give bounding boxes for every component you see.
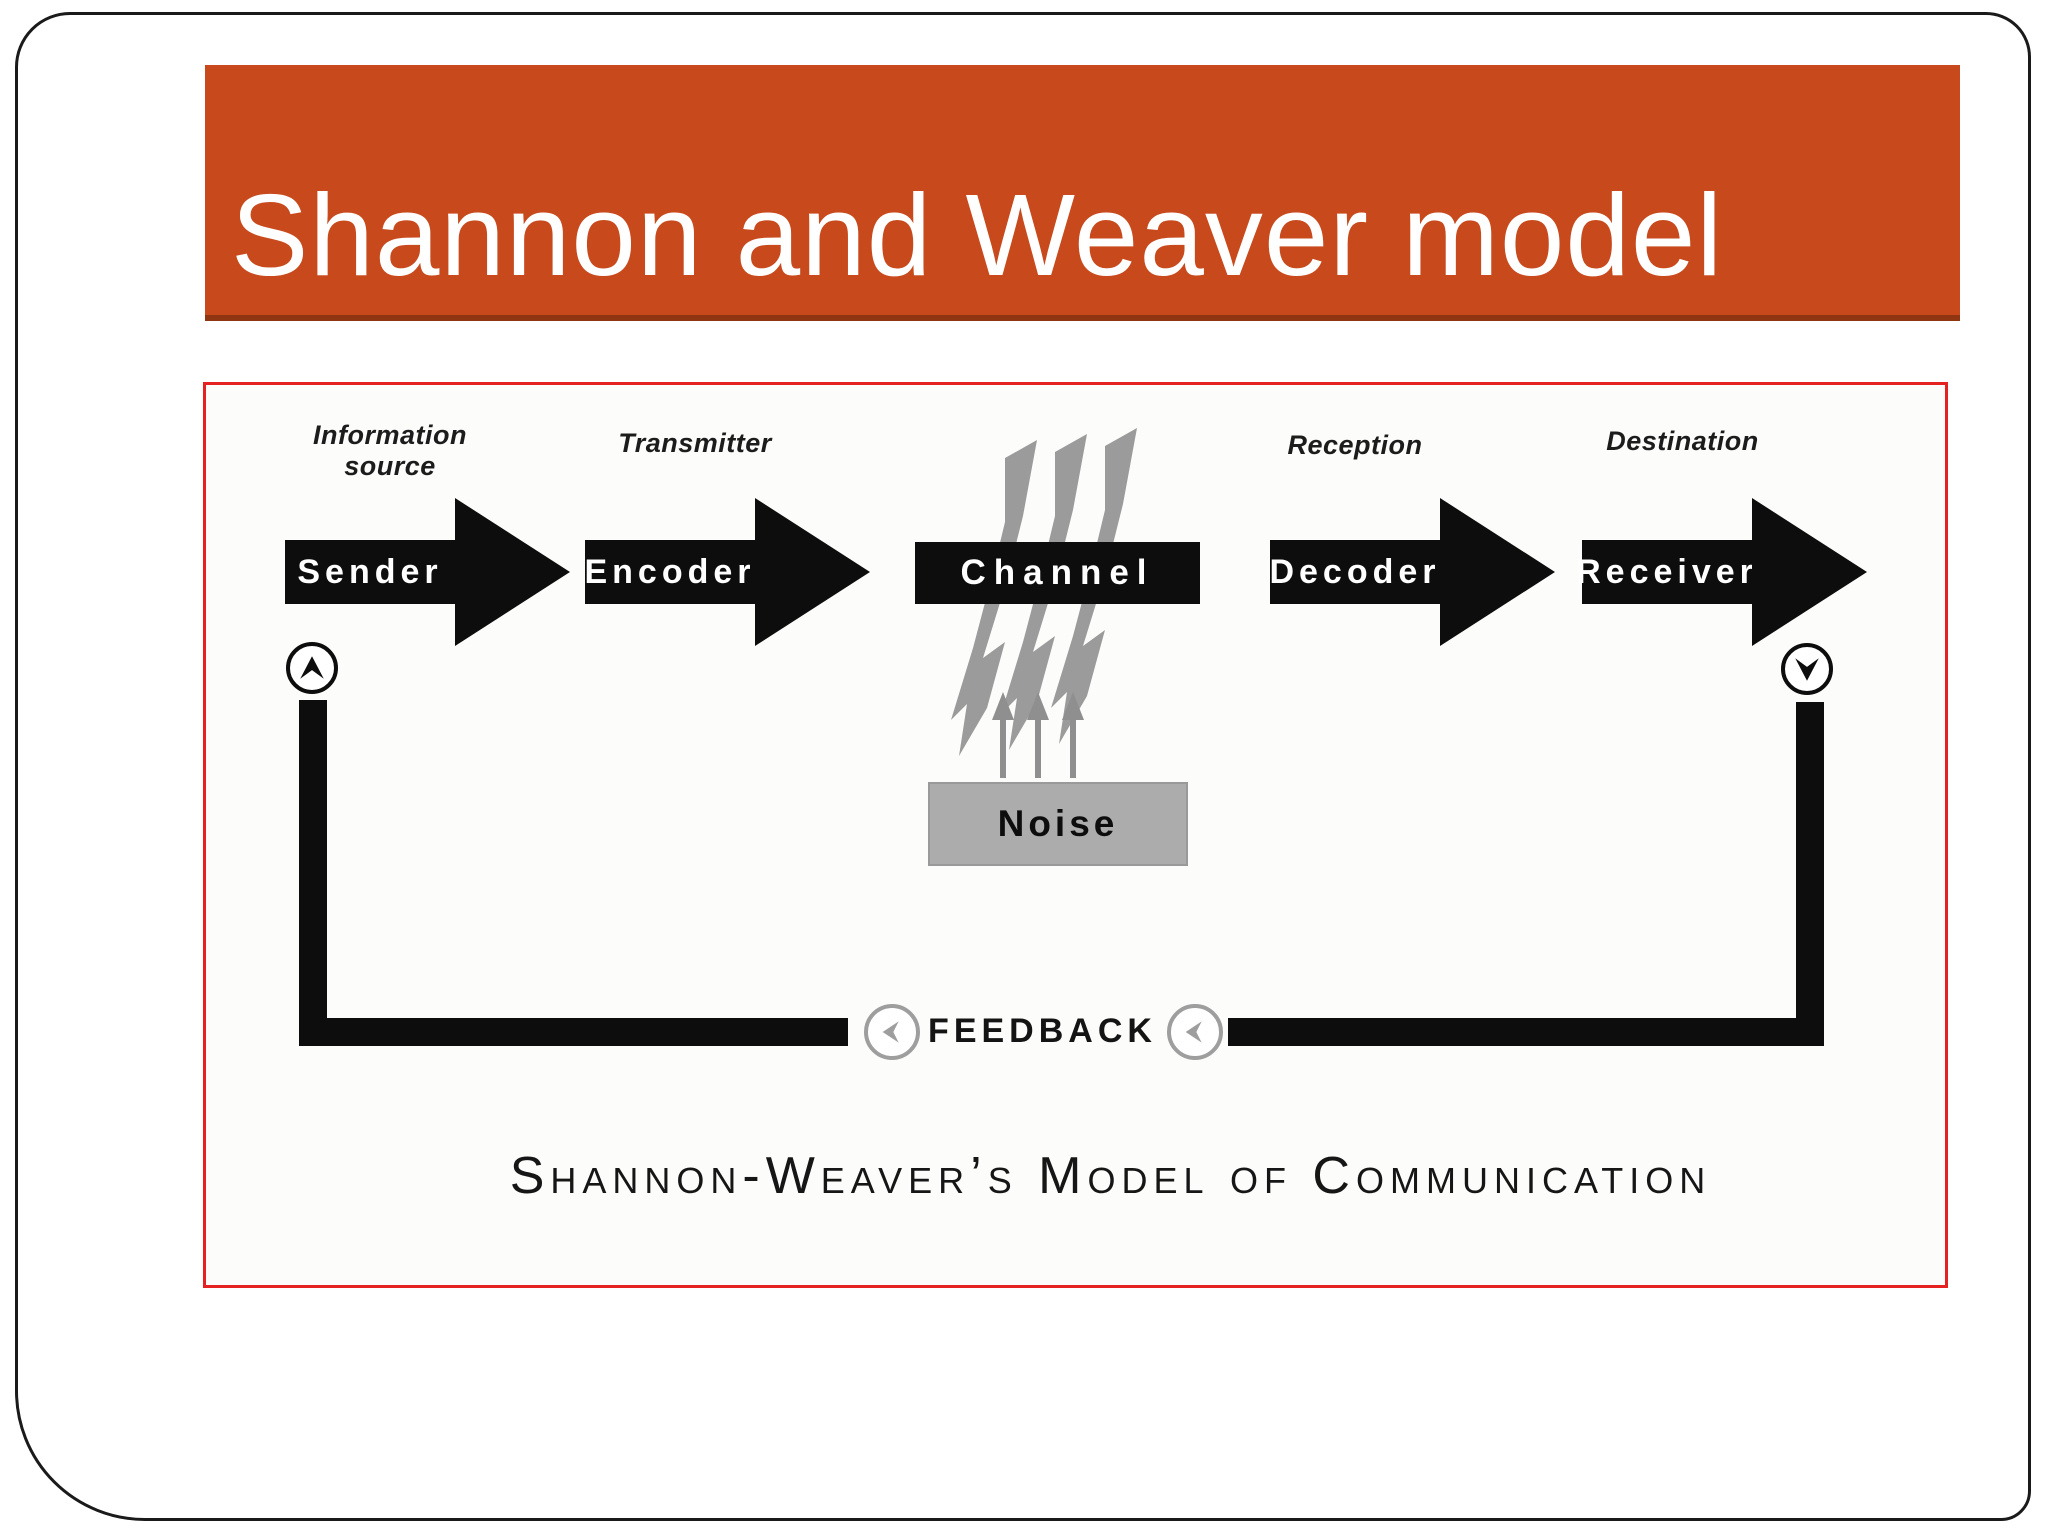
feedback-line-bottom-right — [1228, 1018, 1824, 1046]
slide-title-bar: Shannon and Weaver model — [205, 65, 1960, 321]
diagram-caption: Shannon-Weaver’s Model of Communication — [509, 1147, 1712, 1205]
arrow-head — [455, 498, 570, 646]
node-decoder-label: Decoder — [1269, 540, 1440, 604]
arrow-head — [1440, 498, 1555, 646]
arrow-head — [1752, 498, 1867, 646]
feedback-line-left — [299, 700, 327, 1046]
slide-title: Shannon and Weaver model — [231, 170, 1724, 300]
noise-arrows-icon — [992, 692, 1084, 778]
feedback-left-arrow-icon-1 — [864, 1004, 920, 1060]
feedback-up-arrow-icon — [286, 642, 338, 694]
node-sender-label: Sender — [285, 540, 455, 604]
label-reception: Reception — [1287, 430, 1423, 460]
node-encoder-label: Encoder — [584, 540, 755, 604]
node-channel: Channel — [915, 542, 1200, 604]
feedback-down-arrow-icon — [1781, 643, 1833, 695]
feedback-line-right — [1796, 702, 1824, 1046]
noise-box: Noise — [928, 782, 1188, 866]
feedback-left-arrow-icon-2 — [1167, 1004, 1223, 1060]
arrow-head — [755, 498, 870, 646]
node-receiver-label: Receiver — [1576, 540, 1753, 604]
label-information-source: Information source — [313, 420, 467, 481]
feedback-line-bottom-left — [299, 1018, 848, 1046]
label-transmitter: Transmitter — [618, 428, 772, 458]
feedback-label: FEEDBACK — [928, 1012, 1157, 1050]
label-destination: Destination — [1606, 426, 1759, 456]
